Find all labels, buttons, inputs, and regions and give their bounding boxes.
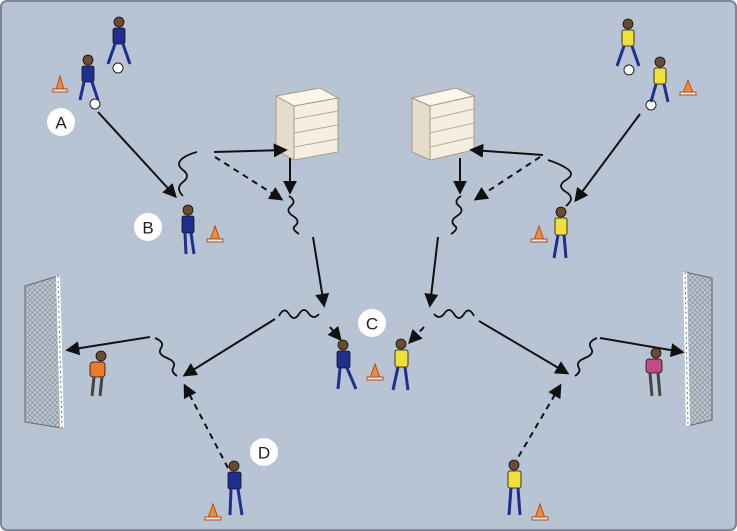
run-arrow-icon [183,156,562,469]
svg-text:C: C [366,315,378,334]
left-goal-icon [24,275,64,429]
svg-text:D: D [258,444,270,463]
svg-text:A: A [55,114,67,133]
label-c: C [358,309,386,337]
goalkeeper-left-icon [89,350,107,397]
mannequin-box-icon [274,87,340,161]
dribble-path-icon [154,151,598,377]
svg-text:B: B [142,219,153,238]
player-icon [391,18,670,516]
ball-icon [89,62,657,111]
pass-arrow-icon [65,111,685,377]
right-goal-icon [683,271,713,427]
label-d: D [250,438,278,466]
mannequin-box-icon [410,87,476,161]
goalkeeper-right-icon [645,347,663,397]
player-icon [78,16,358,516]
cone-icon [52,74,697,521]
label-a: A [47,108,75,136]
label-b: B [134,213,162,241]
